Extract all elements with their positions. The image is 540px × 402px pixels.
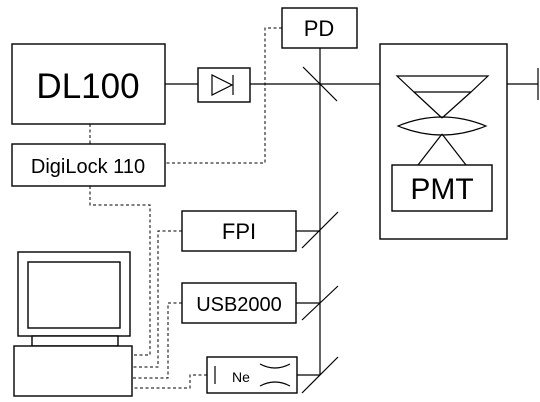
usb2000-box: USB2000 — [181, 282, 297, 324]
ne-computer-link — [132, 374, 207, 389]
beam-splitter-icon — [302, 66, 338, 102]
computer-monitor-icon — [17, 251, 131, 347]
usb2000-label: USB2000 — [196, 294, 282, 316]
optical-isolator-icon — [197, 67, 251, 103]
dl100-laser-box: DL100 — [11, 43, 166, 125]
digilock-computer-link — [89, 186, 151, 356]
lens-icon — [396, 116, 488, 136]
usb2000-computer-link — [132, 302, 182, 379]
pd-digilock-link — [165, 27, 282, 164]
digilock-box: DigiLock 110 — [11, 143, 166, 187]
fpi-box: FPI — [181, 210, 297, 252]
ne-mirror-icon — [301, 356, 339, 394]
pmt-label: PMT — [410, 173, 473, 206]
neon-lamp-box: Ne — [206, 356, 298, 394]
computer-case — [13, 345, 133, 397]
digilock-label: DigiLock 110 — [31, 156, 145, 178]
pmt-box — [391, 164, 493, 212]
fpi-label: FPI — [222, 219, 256, 244]
usb2000-mirror-icon — [301, 285, 339, 321]
pd-label: PD — [304, 16, 335, 41]
dl100-label: DL100 — [36, 67, 139, 106]
pmt-enclosure: PMT — [379, 43, 508, 240]
photodiode-box: PD — [281, 7, 358, 49]
fpi-computer-link — [132, 230, 182, 368]
fpi-mirror-icon — [301, 211, 339, 249]
ne-label: Ne — [232, 369, 250, 385]
